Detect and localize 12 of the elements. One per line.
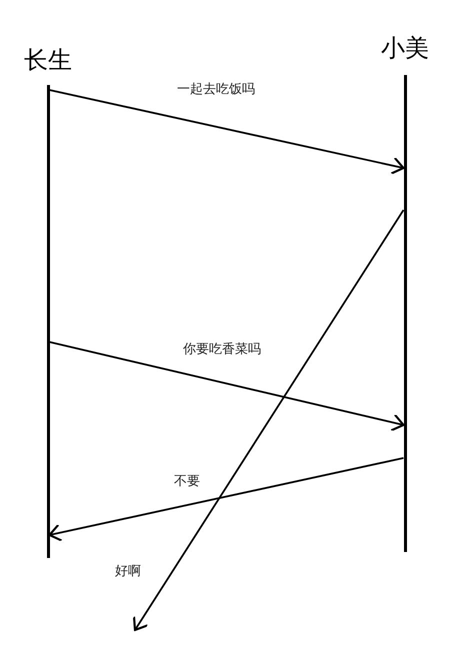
participant-name: 长生 — [24, 48, 72, 72]
message-arrow — [49, 89, 405, 175]
message-label: 好啊 — [113, 564, 143, 580]
message-arrow — [132, 210, 404, 632]
lifeline — [46, 85, 50, 558]
message-arrow — [48, 457, 404, 542]
message-label: 一起去吃饭吗 — [175, 82, 257, 98]
message-arrow — [49, 341, 405, 432]
participant-name: 小美 — [381, 36, 429, 60]
message-label: 你要吃香菜吗 — [181, 342, 263, 358]
lifeline — [404, 75, 406, 552]
message-label: 不要 — [172, 474, 202, 490]
